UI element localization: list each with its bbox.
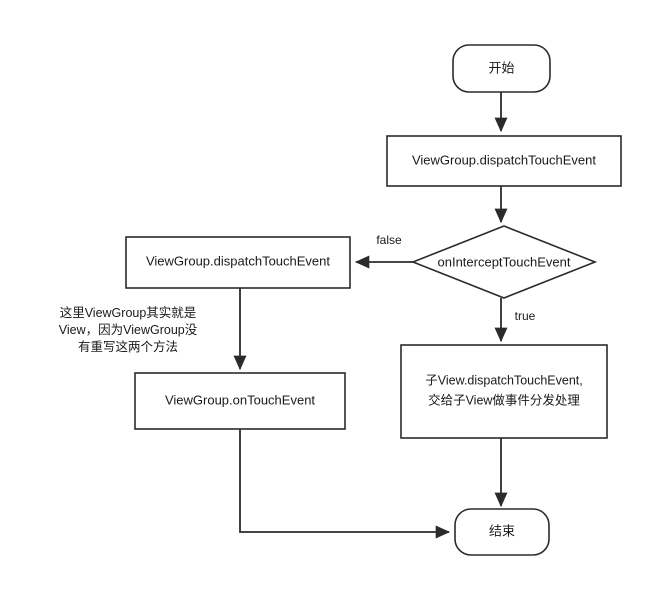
start-label: 开始 <box>488 60 514 75</box>
node-end[interactable]: 结束 <box>454 508 550 556</box>
start-shape <box>452 44 551 93</box>
edge-ontouch-to-end <box>239 429 451 539</box>
edge-label-false: false <box>376 233 402 247</box>
annotation-note: 这里ViewGroup其实就是 View，因为ViewGroup没 有重写这两个… <box>59 305 198 354</box>
viewgroup-ontouch-label: ViewGroup.onTouchEvent <box>165 392 315 407</box>
node-viewgroup-dispatch-false[interactable]: ViewGroup.dispatchTouchEvent <box>125 236 351 289</box>
annotation-line-2: View，因为ViewGroup没 <box>59 322 198 337</box>
viewgroup-dispatch-label: ViewGroup.dispatchTouchEvent <box>412 152 596 167</box>
on-intercept-label: onInterceptTouchEvent <box>438 254 571 269</box>
edges-layer <box>233 92 508 539</box>
viewgroup-dispatch-shape <box>386 135 622 187</box>
end-shape <box>454 508 550 556</box>
node-child-view-dispatch[interactable]: 子View.dispatchTouchEvent, 交给子View做事件分发处理 <box>400 344 608 439</box>
node-start[interactable]: 开始 <box>452 44 551 93</box>
viewgroup-dispatch-false-label: ViewGroup.dispatchTouchEvent <box>146 253 330 268</box>
viewgroup-dispatch-false-shape <box>125 236 351 289</box>
node-viewgroup-dispatch[interactable]: ViewGroup.dispatchTouchEvent <box>386 135 622 187</box>
node-viewgroup-ontouchevent[interactable]: ViewGroup.onTouchEvent <box>134 372 346 430</box>
annotation-line-1: 这里ViewGroup其实就是 <box>60 305 197 320</box>
child-view-dispatch-label-line1: 子View.dispatchTouchEvent, <box>425 373 583 387</box>
on-intercept-shape <box>410 225 598 299</box>
edge-labels-layer: false true <box>376 233 535 323</box>
edge-label-true: true <box>515 309 536 323</box>
viewgroup-ontouch-shape <box>134 372 346 430</box>
end-label: 结束 <box>489 523 515 538</box>
node-on-intercept-touch-event[interactable]: onInterceptTouchEvent <box>410 225 598 299</box>
child-view-dispatch-shape <box>400 344 608 439</box>
child-view-dispatch-label-line2: 交给子View做事件分发处理 <box>428 392 580 407</box>
annotation-line-3: 有重写这两个方法 <box>78 339 178 354</box>
